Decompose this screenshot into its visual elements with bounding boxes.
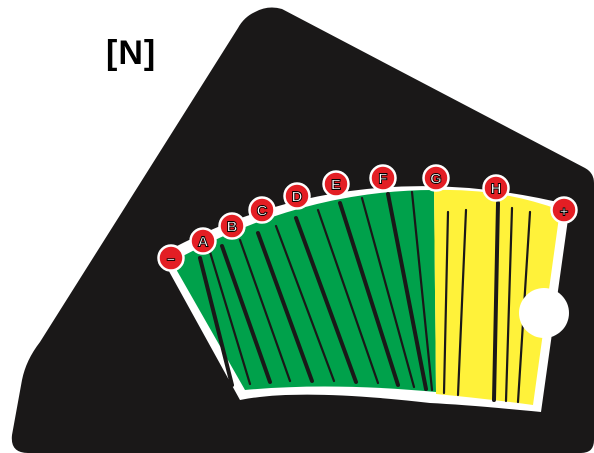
safe-stripe <box>274 224 336 383</box>
caution-stripe <box>492 201 500 402</box>
plus-marker: + <box>550 196 578 224</box>
scale-marker-f: F <box>369 164 397 192</box>
safe-stripe <box>294 216 358 384</box>
safe-stripe <box>220 244 272 384</box>
safe-stripe <box>316 208 380 385</box>
safe-stripe <box>410 190 434 392</box>
caution-stripe <box>456 208 468 397</box>
marker-label: E <box>331 177 341 194</box>
hanging-hole <box>519 288 569 338</box>
tag-label: [N] <box>106 34 157 72</box>
safe-zone-stripes <box>198 190 434 392</box>
safe-stripe <box>238 238 292 383</box>
caution-zone-stripes <box>442 201 532 404</box>
scale-marker-h: H <box>482 174 510 202</box>
safe-stripe <box>338 201 400 387</box>
safe-stripe <box>256 231 314 383</box>
safe-stripe <box>198 256 234 387</box>
marker-label: G <box>430 171 442 188</box>
scale-marker-d: D <box>283 182 311 210</box>
safe-stripe <box>208 250 252 386</box>
scale-marker-b: B <box>218 212 246 240</box>
safe-stripe <box>360 196 416 389</box>
scale-marker-e: E <box>322 170 350 198</box>
scale-marker-c: C <box>248 196 276 224</box>
marker-label: D <box>292 189 303 206</box>
marker-label: H <box>491 181 502 198</box>
minus-marker: − <box>157 244 185 272</box>
scale-marker-a: A <box>189 227 217 255</box>
marker-label: C <box>257 203 268 220</box>
minus-icon: − <box>167 252 176 269</box>
plus-icon: + <box>560 204 569 221</box>
marker-label: A <box>198 234 209 251</box>
marker-label: B <box>227 219 238 236</box>
scale-marker-g: G <box>422 164 450 192</box>
safe-stripe <box>386 192 428 391</box>
marker-label: F <box>378 171 387 188</box>
scale-markers: − A B C D E F G H + <box>157 164 578 272</box>
caution-stripe <box>504 206 514 403</box>
caution-stripe <box>442 210 450 395</box>
